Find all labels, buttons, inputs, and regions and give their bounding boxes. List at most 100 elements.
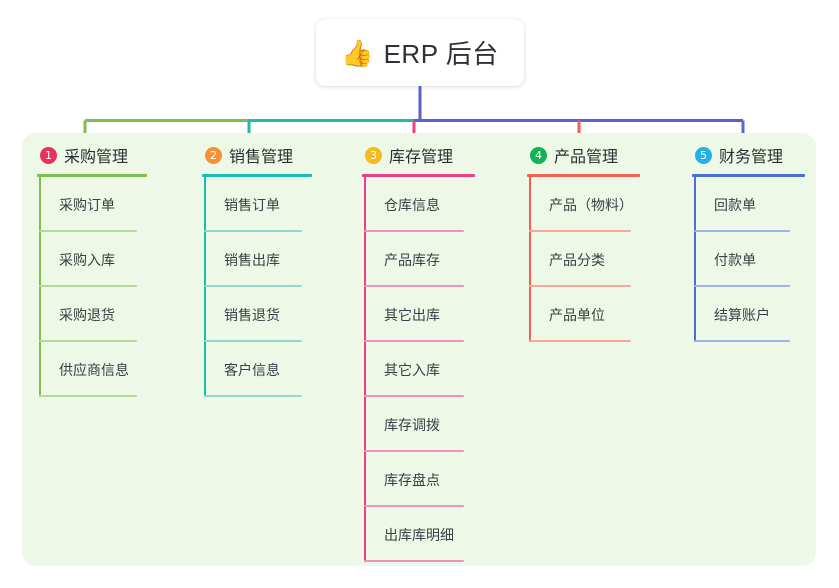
branch-items-finance: 回款单付款单结算账户 [692, 177, 839, 342]
thumbs-up-icon: 👍 [341, 37, 374, 68]
leaf-node-label: 库存盘点 [384, 472, 440, 488]
leaf-node[interactable]: 销售订单 [204, 177, 352, 232]
leaf-connector-spine [204, 177, 206, 232]
leaf-node[interactable]: 产品库存 [364, 232, 512, 287]
diagram-panel [22, 133, 816, 566]
branch-header-finance[interactable]: 5 财务管理 [692, 142, 839, 168]
leaf-node-label: 回款单 [714, 197, 756, 213]
leaf-node-label: 其它出库 [384, 307, 440, 323]
leaf-connector-spine [39, 177, 41, 232]
leaf-node[interactable]: 产品单位 [529, 287, 677, 342]
branch-items-purchasing: 采购订单采购入库采购退货供应商信息 [37, 177, 187, 397]
branch-column-sales: 2 销售管理 销售订单销售出库销售退货客户信息 [202, 142, 352, 397]
leaf-node[interactable]: 回款单 [694, 177, 839, 232]
leaf-node-underline [529, 340, 631, 342]
leaf-node[interactable]: 产品（物料） [529, 177, 677, 232]
leaf-node-underline [364, 340, 464, 342]
branch-title-inventory: 库存管理 [389, 149, 454, 166]
leaf-node-label: 结算账户 [714, 307, 770, 323]
leaf-connector-spine [529, 287, 531, 342]
branch-items-product: 产品（物料） 产品分类产品单位 [527, 177, 677, 342]
leaf-connector-spine [364, 507, 366, 562]
branch-title-purchasing: 采购管理 [64, 149, 129, 166]
leaf-node-label: 销售订单 [224, 197, 280, 213]
leaf-node[interactable]: 库存调拨 [364, 397, 512, 452]
leaf-node[interactable]: 其它出库 [364, 287, 512, 342]
root-node-card[interactable]: 👍 ERP 后台 [316, 19, 524, 86]
leaf-node-underline [204, 285, 302, 287]
branch-badge-5: 5 [695, 146, 712, 164]
leaf-node-underline [204, 395, 302, 397]
branch-title-product: 产品管理 [554, 149, 619, 166]
leaf-node-underline [204, 230, 302, 232]
branch-badge-1: 1 [40, 146, 57, 164]
leaf-connector-spine [204, 232, 206, 287]
leaf-node[interactable]: 采购退货 [39, 287, 187, 342]
branch-items-sales: 销售订单销售出库销售退货客户信息 [202, 177, 352, 397]
leaf-node[interactable]: 采购入库 [39, 232, 187, 287]
leaf-connector-spine [364, 452, 366, 507]
branch-badge-3: 3 [365, 146, 382, 164]
branch-underline-sales [202, 174, 312, 177]
branch-underline-product [527, 174, 640, 177]
leaf-node-underline [529, 285, 631, 287]
leaf-connector-spine [694, 287, 696, 342]
leaf-node-underline [364, 560, 464, 562]
leaf-node[interactable]: 出库库明细 [364, 507, 512, 562]
leaf-node-underline [529, 230, 631, 232]
leaf-connector-spine [39, 342, 41, 397]
leaf-node-label: 付款单 [714, 252, 756, 268]
leaf-node-underline [364, 395, 464, 397]
leaf-connector-spine [204, 342, 206, 397]
leaf-node-underline [364, 230, 464, 232]
branch-badge-2: 2 [205, 146, 222, 164]
leaf-node-label: 产品（物料） [549, 197, 633, 213]
leaf-node[interactable]: 客户信息 [204, 342, 352, 397]
leaf-node[interactable]: 销售退货 [204, 287, 352, 342]
leaf-connector-spine [364, 342, 366, 397]
leaf-node[interactable]: 销售出库 [204, 232, 352, 287]
branch-column-finance: 5 财务管理 回款单付款单结算账户 [692, 142, 839, 342]
leaf-node-underline [204, 340, 302, 342]
leaf-connector-spine [39, 232, 41, 287]
leaf-node-label: 采购订单 [59, 197, 115, 213]
branch-header-inventory[interactable]: 3 库存管理 [362, 142, 512, 168]
branch-header-purchasing[interactable]: 1 采购管理 [37, 142, 187, 168]
leaf-node-label: 仓库信息 [384, 197, 440, 213]
leaf-node-underline [694, 230, 790, 232]
leaf-node[interactable]: 付款单 [694, 232, 839, 287]
leaf-node[interactable]: 产品分类 [529, 232, 677, 287]
leaf-connector-spine [694, 232, 696, 287]
leaf-node-label: 销售退货 [224, 307, 280, 323]
leaf-node-underline [39, 340, 137, 342]
leaf-node-label: 其它入库 [384, 362, 440, 378]
branch-header-sales[interactable]: 2 销售管理 [202, 142, 352, 168]
branch-column-purchasing: 1 采购管理 采购订单采购入库采购退货供应商信息 [37, 142, 187, 397]
leaf-node[interactable]: 库存盘点 [364, 452, 512, 507]
leaf-connector-spine [364, 397, 366, 452]
branch-underline-purchasing [37, 174, 147, 177]
leaf-node-underline [39, 285, 137, 287]
leaf-node-label: 产品分类 [549, 252, 605, 268]
leaf-node-underline [39, 230, 137, 232]
leaf-node-underline [694, 285, 790, 287]
leaf-node-label: 库存调拨 [384, 417, 440, 433]
branch-header-product[interactable]: 4 产品管理 [527, 142, 677, 168]
leaf-connector-spine [39, 287, 41, 342]
leaf-node[interactable]: 其它入库 [364, 342, 512, 397]
root-node-title: ERP 后台 [383, 39, 499, 69]
leaf-node[interactable]: 结算账户 [694, 287, 839, 342]
leaf-connector-spine [364, 232, 366, 287]
leaf-node-label: 出库库明细 [384, 527, 454, 543]
leaf-node[interactable]: 采购订单 [39, 177, 187, 232]
leaf-node-label: 产品库存 [384, 252, 440, 268]
leaf-node-underline [694, 340, 790, 342]
leaf-node-label: 采购入库 [59, 252, 115, 268]
branch-title-finance: 财务管理 [719, 149, 784, 166]
leaf-node[interactable]: 仓库信息 [364, 177, 512, 232]
leaf-node-label: 客户信息 [224, 362, 280, 378]
leaf-node-label: 采购退货 [59, 307, 115, 323]
leaf-node[interactable]: 供应商信息 [39, 342, 187, 397]
branch-badge-4: 4 [530, 146, 547, 164]
